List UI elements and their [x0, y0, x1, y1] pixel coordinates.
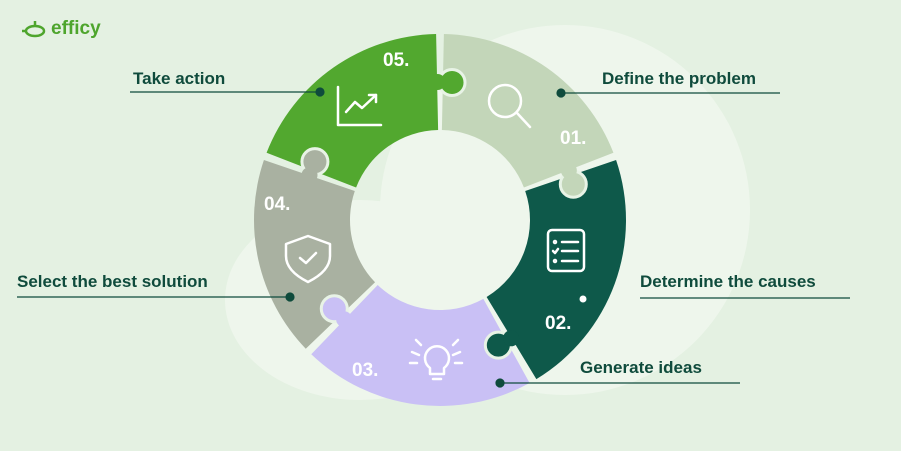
step-number-05: 05.: [383, 50, 409, 71]
puzzle-segment-01: [441, 34, 614, 188]
checklist-icon: [546, 228, 586, 273]
puzzle-knob-neck: [429, 74, 446, 91]
puzzle-knob-neck: [503, 330, 520, 347]
brand-name: efficy: [51, 18, 101, 39]
magnifier-icon: [487, 83, 532, 129]
connector-dot: [556, 88, 566, 98]
step-number-04: 04.: [264, 194, 290, 215]
step-number-01: 01.: [560, 128, 586, 149]
label-define-problem: Define the problem: [602, 69, 756, 88]
step-number-02: 02.: [545, 313, 571, 334]
puzzle-knob-neck: [560, 162, 577, 179]
efficy-logo: efficy: [20, 18, 101, 40]
label-determine-causes: Determine the causes: [640, 272, 816, 291]
label-generate-ideas: Generate ideas: [580, 358, 702, 377]
shield-check-icon: [284, 234, 332, 284]
puzzle-segment-02: [486, 160, 626, 380]
connector-dot: [495, 378, 505, 388]
label-take-action: Take action: [133, 69, 226, 88]
label-select-solution: Select the best solution: [17, 272, 208, 291]
chart-trend-icon: [336, 85, 383, 127]
puzzle-knob-neck: [336, 311, 353, 328]
connector-dot: [315, 87, 325, 97]
puzzle-knob-neck: [301, 167, 318, 184]
lightbulb-icon: [408, 338, 464, 381]
submarine-logo-icon: [22, 21, 46, 38]
connector-dot: [579, 295, 587, 303]
step-number-03: 03.: [352, 360, 378, 381]
connector-dot: [285, 292, 295, 302]
